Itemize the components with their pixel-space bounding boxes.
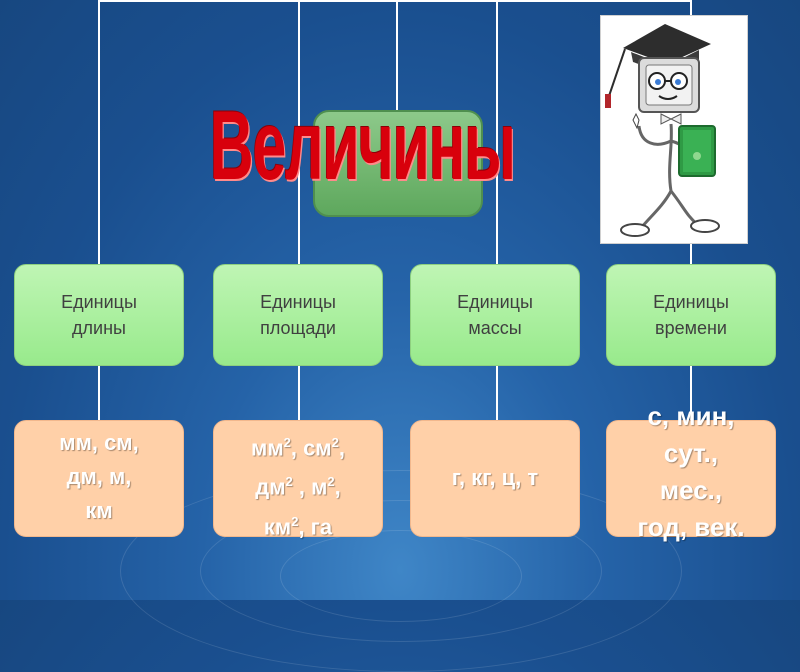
slide-background: Величины	[14, 0, 776, 672]
value-line: мес.,	[659, 475, 723, 505]
area-values: мм2, см2, дм2 , м2, км2, га	[213, 426, 383, 544]
value-line: км	[85, 498, 113, 523]
value-line: дм, м,	[66, 464, 132, 489]
length-values: мм, см, дм, м, км	[14, 426, 184, 528]
value-line: сут.,	[663, 438, 719, 468]
title-box	[313, 110, 483, 217]
value-line: г, кг, ц, т	[451, 465, 539, 490]
connector-line	[98, 366, 100, 420]
connector-line	[396, 0, 398, 110]
area-values-box	[213, 420, 383, 537]
unit-area-box: Единицы площади	[213, 264, 383, 366]
mass-values-box	[410, 420, 580, 537]
unit-length-box: Единицы длины	[14, 264, 184, 366]
length-values-box	[14, 420, 184, 537]
connector-line	[98, 0, 692, 2]
connector-line	[496, 366, 498, 420]
connector-line	[690, 366, 692, 420]
value-line: с, мин,	[647, 401, 735, 431]
value-line: км2, га	[263, 513, 333, 539]
time-values-box	[606, 420, 776, 537]
unit-mass-box: Единицы массы	[410, 264, 580, 366]
connector-line	[496, 0, 498, 264]
time-values: с, мин, сут., мес., год, век.	[606, 398, 776, 546]
value-line: год, век.	[637, 512, 745, 542]
value-line: дм2 , м2,	[255, 474, 341, 500]
mascot-illustration	[600, 15, 748, 244]
computer-mascot-icon	[605, 24, 720, 237]
value-line: мм, см,	[59, 430, 139, 455]
value-line: мм2, см2,	[251, 435, 345, 461]
unit-time-box: Единицы времени	[606, 264, 776, 366]
mass-values: г, кг, ц, т	[410, 461, 580, 495]
connector-line	[98, 0, 100, 264]
connector-line	[298, 0, 300, 264]
page-title: Величины	[209, 90, 516, 200]
connector-line	[298, 366, 300, 420]
